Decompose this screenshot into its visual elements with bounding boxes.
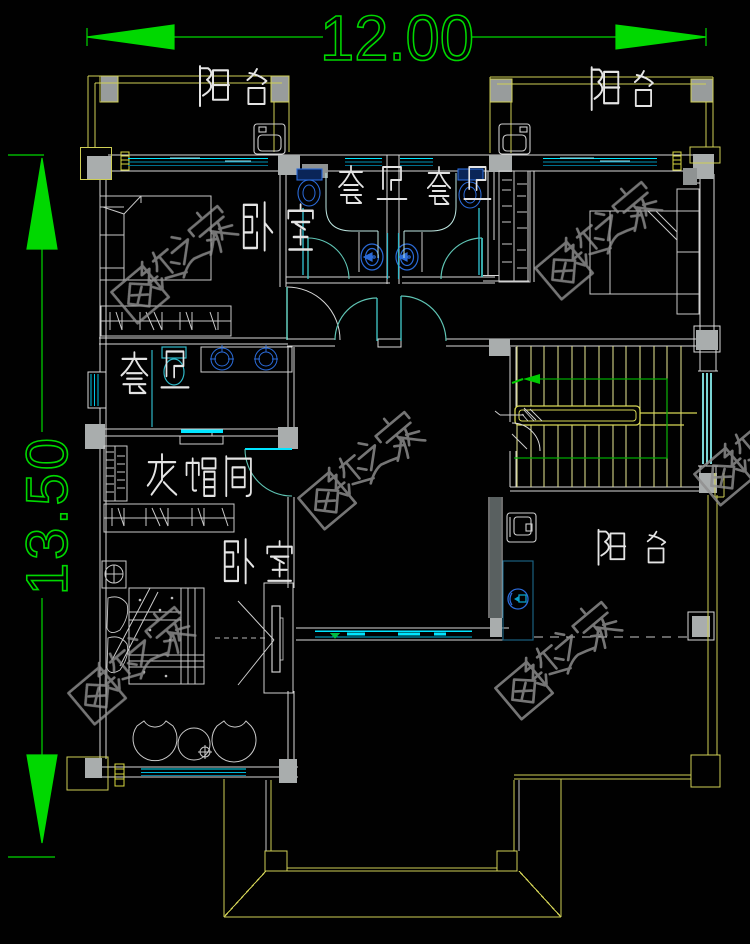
svg-text:13.50: 13.50 bbox=[15, 435, 80, 595]
svg-text:12.00: 12.00 bbox=[320, 2, 474, 74]
